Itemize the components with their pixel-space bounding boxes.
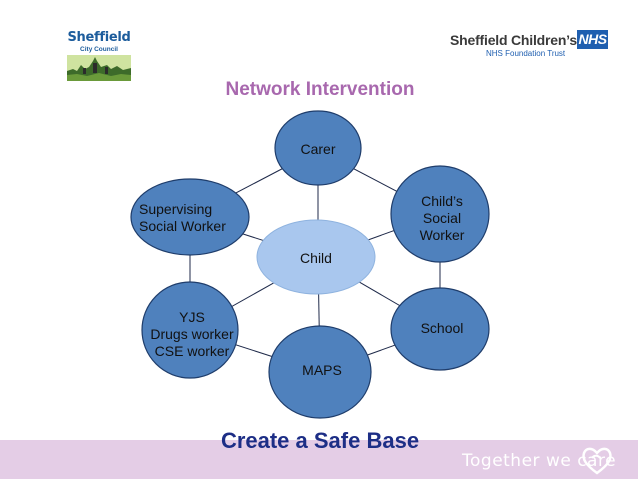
label-school: School [400, 320, 484, 337]
label-child: Child [276, 250, 356, 267]
label-yjs: YJS Drugs worker CSE worker [144, 309, 240, 360]
caption: Create a Safe Base [160, 428, 480, 454]
label-childs-social-worker: Child’s Social Worker [400, 193, 484, 244]
label-carer: Carer [278, 141, 358, 158]
label-maps: MAPS [282, 362, 362, 379]
heart-icon [580, 444, 614, 476]
label-supervising-social-worker: Supervising Social Worker [139, 201, 226, 235]
